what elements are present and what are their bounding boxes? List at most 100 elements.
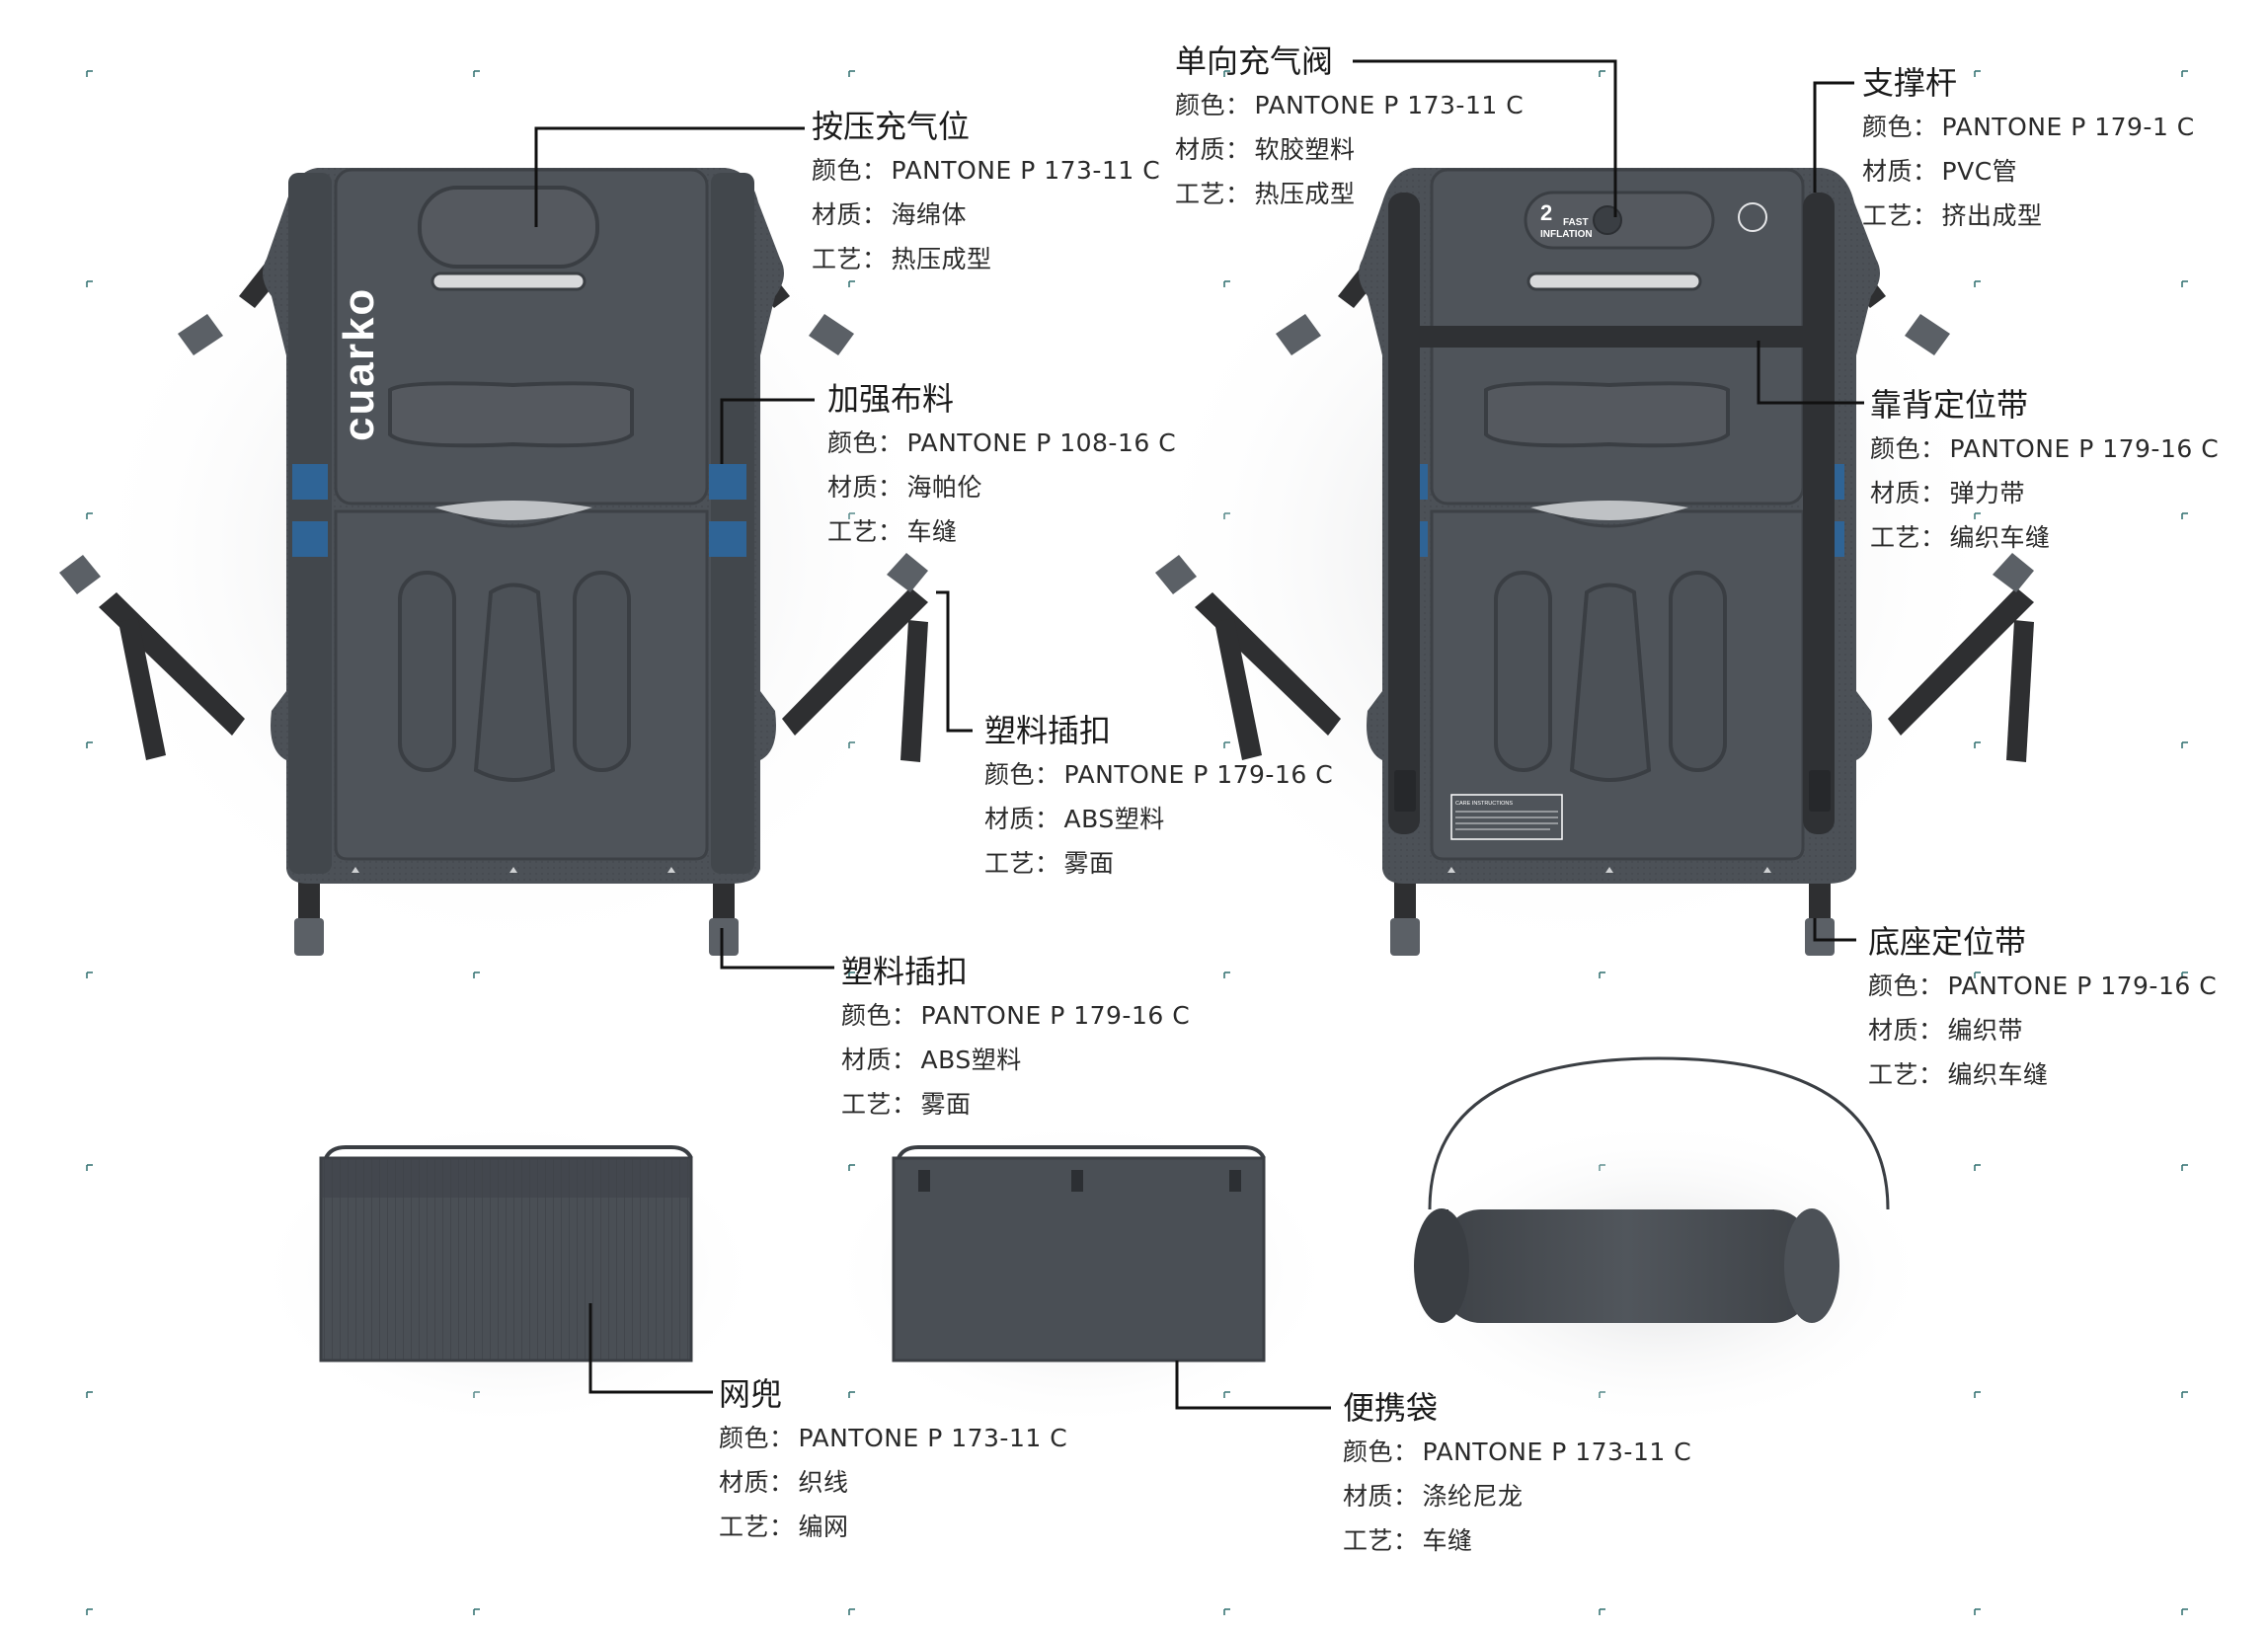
annotation-color: PANTONE P 179-16 C [1947,971,2218,1000]
crop-mark [848,280,855,287]
svg-text:CARE INSTRUCTIONS: CARE INSTRUCTIONS [1455,801,1513,807]
crop-mark [2181,1391,2188,1398]
annotation-color: PANTONE P 173-11 C [1254,91,1525,119]
valve-label-number: 2 [1540,200,1552,225]
annotation-title: 便携袋 [1343,1389,1439,1427]
crop-mark [1974,1164,1981,1171]
annotation-material: 软胶塑料 [1254,135,1356,164]
mesh-pocket-item [319,1145,693,1362]
annotation-process: 编网 [798,1513,849,1541]
annotation-title: 单向充气阀 [1175,42,1334,80]
rolled-bag-item [1414,1056,1890,1323]
annotation-material: 编织带 [1947,1016,2024,1045]
annotation-color: PANTONE P 173-11 C [1422,1438,1692,1466]
annotation-base-strap: 底座定位带 颜色：PANTONE P 179-16 C 材质：编织带 工艺：编织… [1868,923,2218,1089]
annotation-title: 加强布料 [827,380,955,418]
annotation-process: 车缝 [1422,1526,1473,1555]
crop-mark [1223,280,1230,287]
mat-rod-view: 2 FAST INFLATION CARE INSTRUCTIONS [1155,168,2034,956]
crop-mark [473,1608,480,1615]
annotation-process: 热压成型 [891,245,992,273]
annotation-color: PANTONE P 179-16 C [920,1001,1191,1030]
crop-mark [848,70,855,77]
annotation-title: 靠背定位带 [1870,386,2029,424]
crop-mark [1599,971,1605,978]
annotation-title: 按压充气位 [812,108,971,145]
care-label [1450,794,1563,840]
annotation-title: 支撑杆 [1862,64,1958,102]
annotation-process: 挤出成型 [1941,201,2043,230]
crop-mark [848,1164,855,1171]
crop-mark [1974,1608,1981,1615]
annotation-title: 塑料插扣 [841,953,969,990]
crop-mark [1599,1608,1605,1615]
crop-mark [86,1391,93,1398]
valve-label-fast: FAST [1563,217,1589,228]
annotation-process: 编织车缝 [1949,523,2051,552]
buckle [1155,314,2034,956]
valve-icon [1593,205,1622,235]
annotation-title: 底座定位带 [1868,923,2027,961]
annotation-process: 雾面 [1063,849,1115,878]
valve-label-inflation: INFLATION [1540,229,1593,240]
support-rod-left [1388,193,1420,834]
leader-lines [534,59,1864,1410]
backrest-strap-band [1420,326,1803,348]
annotation-material: 弹力带 [1949,479,2026,507]
annotation-material: 织线 [798,1468,849,1497]
crop-mark [86,70,93,77]
annotation-material: PVC管 [1941,157,2018,186]
annotation-press-inflate: 按压充气位 颜色：PANTONE P 173-11 C 材质：海绵体 工艺：热压… [812,108,1161,273]
crop-mark [1974,971,1981,978]
crop-mark [1974,280,1981,287]
crop-mark [1974,741,1981,748]
support-rod-right [1803,193,1835,834]
annotation-one-way-valve: 单向充气阀 颜色：PANTONE P 173-11 C 材质：软胶塑料 工艺：热… [1175,42,1525,208]
crop-mark [1223,1608,1230,1615]
crop-mark [2181,1608,2188,1615]
annotation-support-rod: 支撑杆 颜色：PANTONE P 179-1 C 材质：PVC管 工艺：挤出成型 [1862,64,2195,230]
crop-mark [473,70,480,77]
crop-mark [86,1608,93,1615]
crop-mark [848,1608,855,1615]
annotation-title: 塑料插扣 [984,712,1112,749]
annotation-carry-bag: 便携袋 颜色：PANTONE P 173-11 C 材质：涤纶尼龙 工艺：车缝 [1343,1389,1692,1555]
annotation-material: 海帕伦 [906,473,983,502]
crop-mark [86,1164,93,1171]
buckle [59,314,928,956]
crop-mark [2181,741,2188,748]
crop-mark [1223,70,1230,77]
annotation-process: 车缝 [906,517,958,546]
annotation-color: PANTONE P 173-11 C [891,156,1161,185]
crop-mark [1974,70,1981,77]
crop-mark [2181,70,2188,77]
crop-mark [86,280,93,287]
crop-mark [848,971,855,978]
annotation-backrest-strap: 靠背定位带 颜色：PANTONE P 179-16 C 材质：弹力带 工艺：编织… [1870,386,2220,552]
crop-mark [86,971,93,978]
mat-front-view: cuarko [59,168,928,956]
annotation-color: PANTONE P 173-11 C [798,1424,1068,1452]
annotation-process: 雾面 [920,1090,972,1119]
crop-mark [1599,70,1605,77]
annotation-color: PANTONE P 179-16 C [1063,760,1334,789]
annotation-color: PANTONE P 179-16 C [1949,434,2220,463]
annotation-process: 热压成型 [1254,180,1356,208]
crop-mark [473,971,480,978]
annotation-process: 编织车缝 [1947,1060,2049,1089]
crop-mark [848,1391,855,1398]
annotation-mesh-pocket: 网兜 颜色：PANTONE P 173-11 C 材质：织线 工艺：编网 [719,1375,1068,1541]
crop-mark [2181,280,2188,287]
carry-bag-item [892,1145,1266,1362]
annotation-material: ABS塑料 [1063,805,1165,833]
crop-mark [86,741,93,748]
crop-mark [2181,1164,2188,1171]
crop-mark [1223,971,1230,978]
crop-mark [2181,512,2188,519]
annotation-plastic-buckle-2: 塑料插扣 颜色：PANTONE P 179-16 C 材质：ABS塑料 工艺：雾… [841,953,1191,1119]
annotation-material: 涤纶尼龙 [1422,1482,1524,1511]
annotation-title: 网兜 [719,1375,783,1413]
annotation-plastic-buckle-1: 塑料插扣 颜色：PANTONE P 179-16 C 材质：ABS塑料 工艺：雾… [984,712,1334,878]
